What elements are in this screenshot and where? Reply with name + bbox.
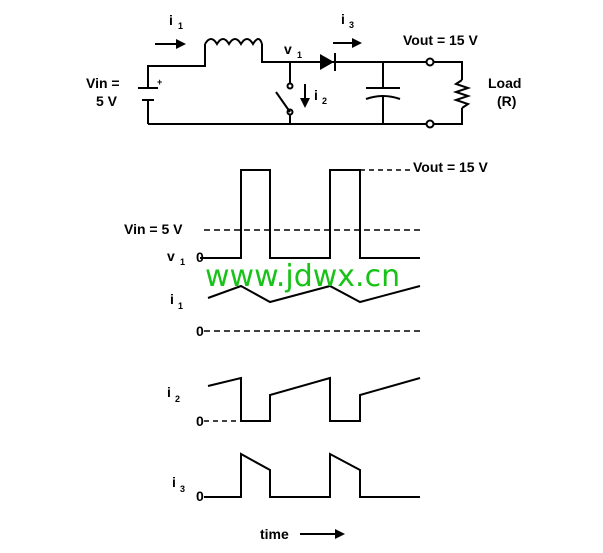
i1-wave-label: i <box>170 291 174 307</box>
i1-subscript: 1 <box>178 21 183 31</box>
i1-waveform <box>207 284 421 304</box>
circuit-schematic <box>138 38 472 129</box>
watermark-text: www.jdwx.cn <box>205 259 400 294</box>
vin-level-label: Vin = 5 V <box>124 221 183 237</box>
i3-wave-subscript: 3 <box>180 484 185 494</box>
i3-label: i <box>341 11 345 27</box>
load-label: Load <box>488 75 521 91</box>
v1-label: v <box>284 41 292 57</box>
i2-waveform <box>207 376 421 422</box>
vout-level-label: Vout = 15 V <box>413 159 488 175</box>
i3-subscript: 3 <box>349 20 354 30</box>
i2-wave-label: i <box>167 384 171 400</box>
switch-blade <box>275 91 291 113</box>
load-wire-bottom <box>433 108 463 125</box>
v1-wave-subscript: 1 <box>180 257 185 267</box>
battery-plus-sign: + <box>157 77 162 87</box>
output-terminal-bottom <box>425 119 435 129</box>
waveforms <box>200 169 421 539</box>
vin-label: Vin = <box>86 75 120 91</box>
i2-zero-label: 0 <box>196 413 204 429</box>
i2-subscript: 2 <box>322 96 327 106</box>
inductor <box>204 38 263 46</box>
time-label: time <box>260 526 289 542</box>
i2-label: i <box>314 87 318 103</box>
switch-contact-top <box>286 82 294 90</box>
battery-gap <box>144 89 152 99</box>
wire-inductor-node <box>261 44 318 63</box>
v1-wave-label: v <box>167 248 175 264</box>
output-terminal-top <box>425 57 435 67</box>
i2-wave-subscript: 2 <box>175 394 180 404</box>
i1-zero-label: 0 <box>196 323 204 339</box>
load-wire-top <box>433 61 463 80</box>
i1-label: i <box>169 12 173 28</box>
i3-waveform <box>204 452 420 498</box>
i3-zero-label: 0 <box>196 488 204 504</box>
load-resistor <box>452 79 472 109</box>
v1-waveform <box>200 169 420 259</box>
diode-icon <box>320 54 334 70</box>
i1-wave-subscript: 1 <box>178 301 183 311</box>
i3-wave-label: i <box>172 474 176 490</box>
vin-value: 5 V <box>96 93 118 109</box>
capacitor-plate-bottom <box>365 95 401 100</box>
v1-zero-label: 0 <box>196 249 204 265</box>
load-resistance-label: (R) <box>497 93 516 109</box>
v1-subscript: 1 <box>297 50 302 60</box>
vout-label: Vout = 15 V <box>403 32 478 48</box>
